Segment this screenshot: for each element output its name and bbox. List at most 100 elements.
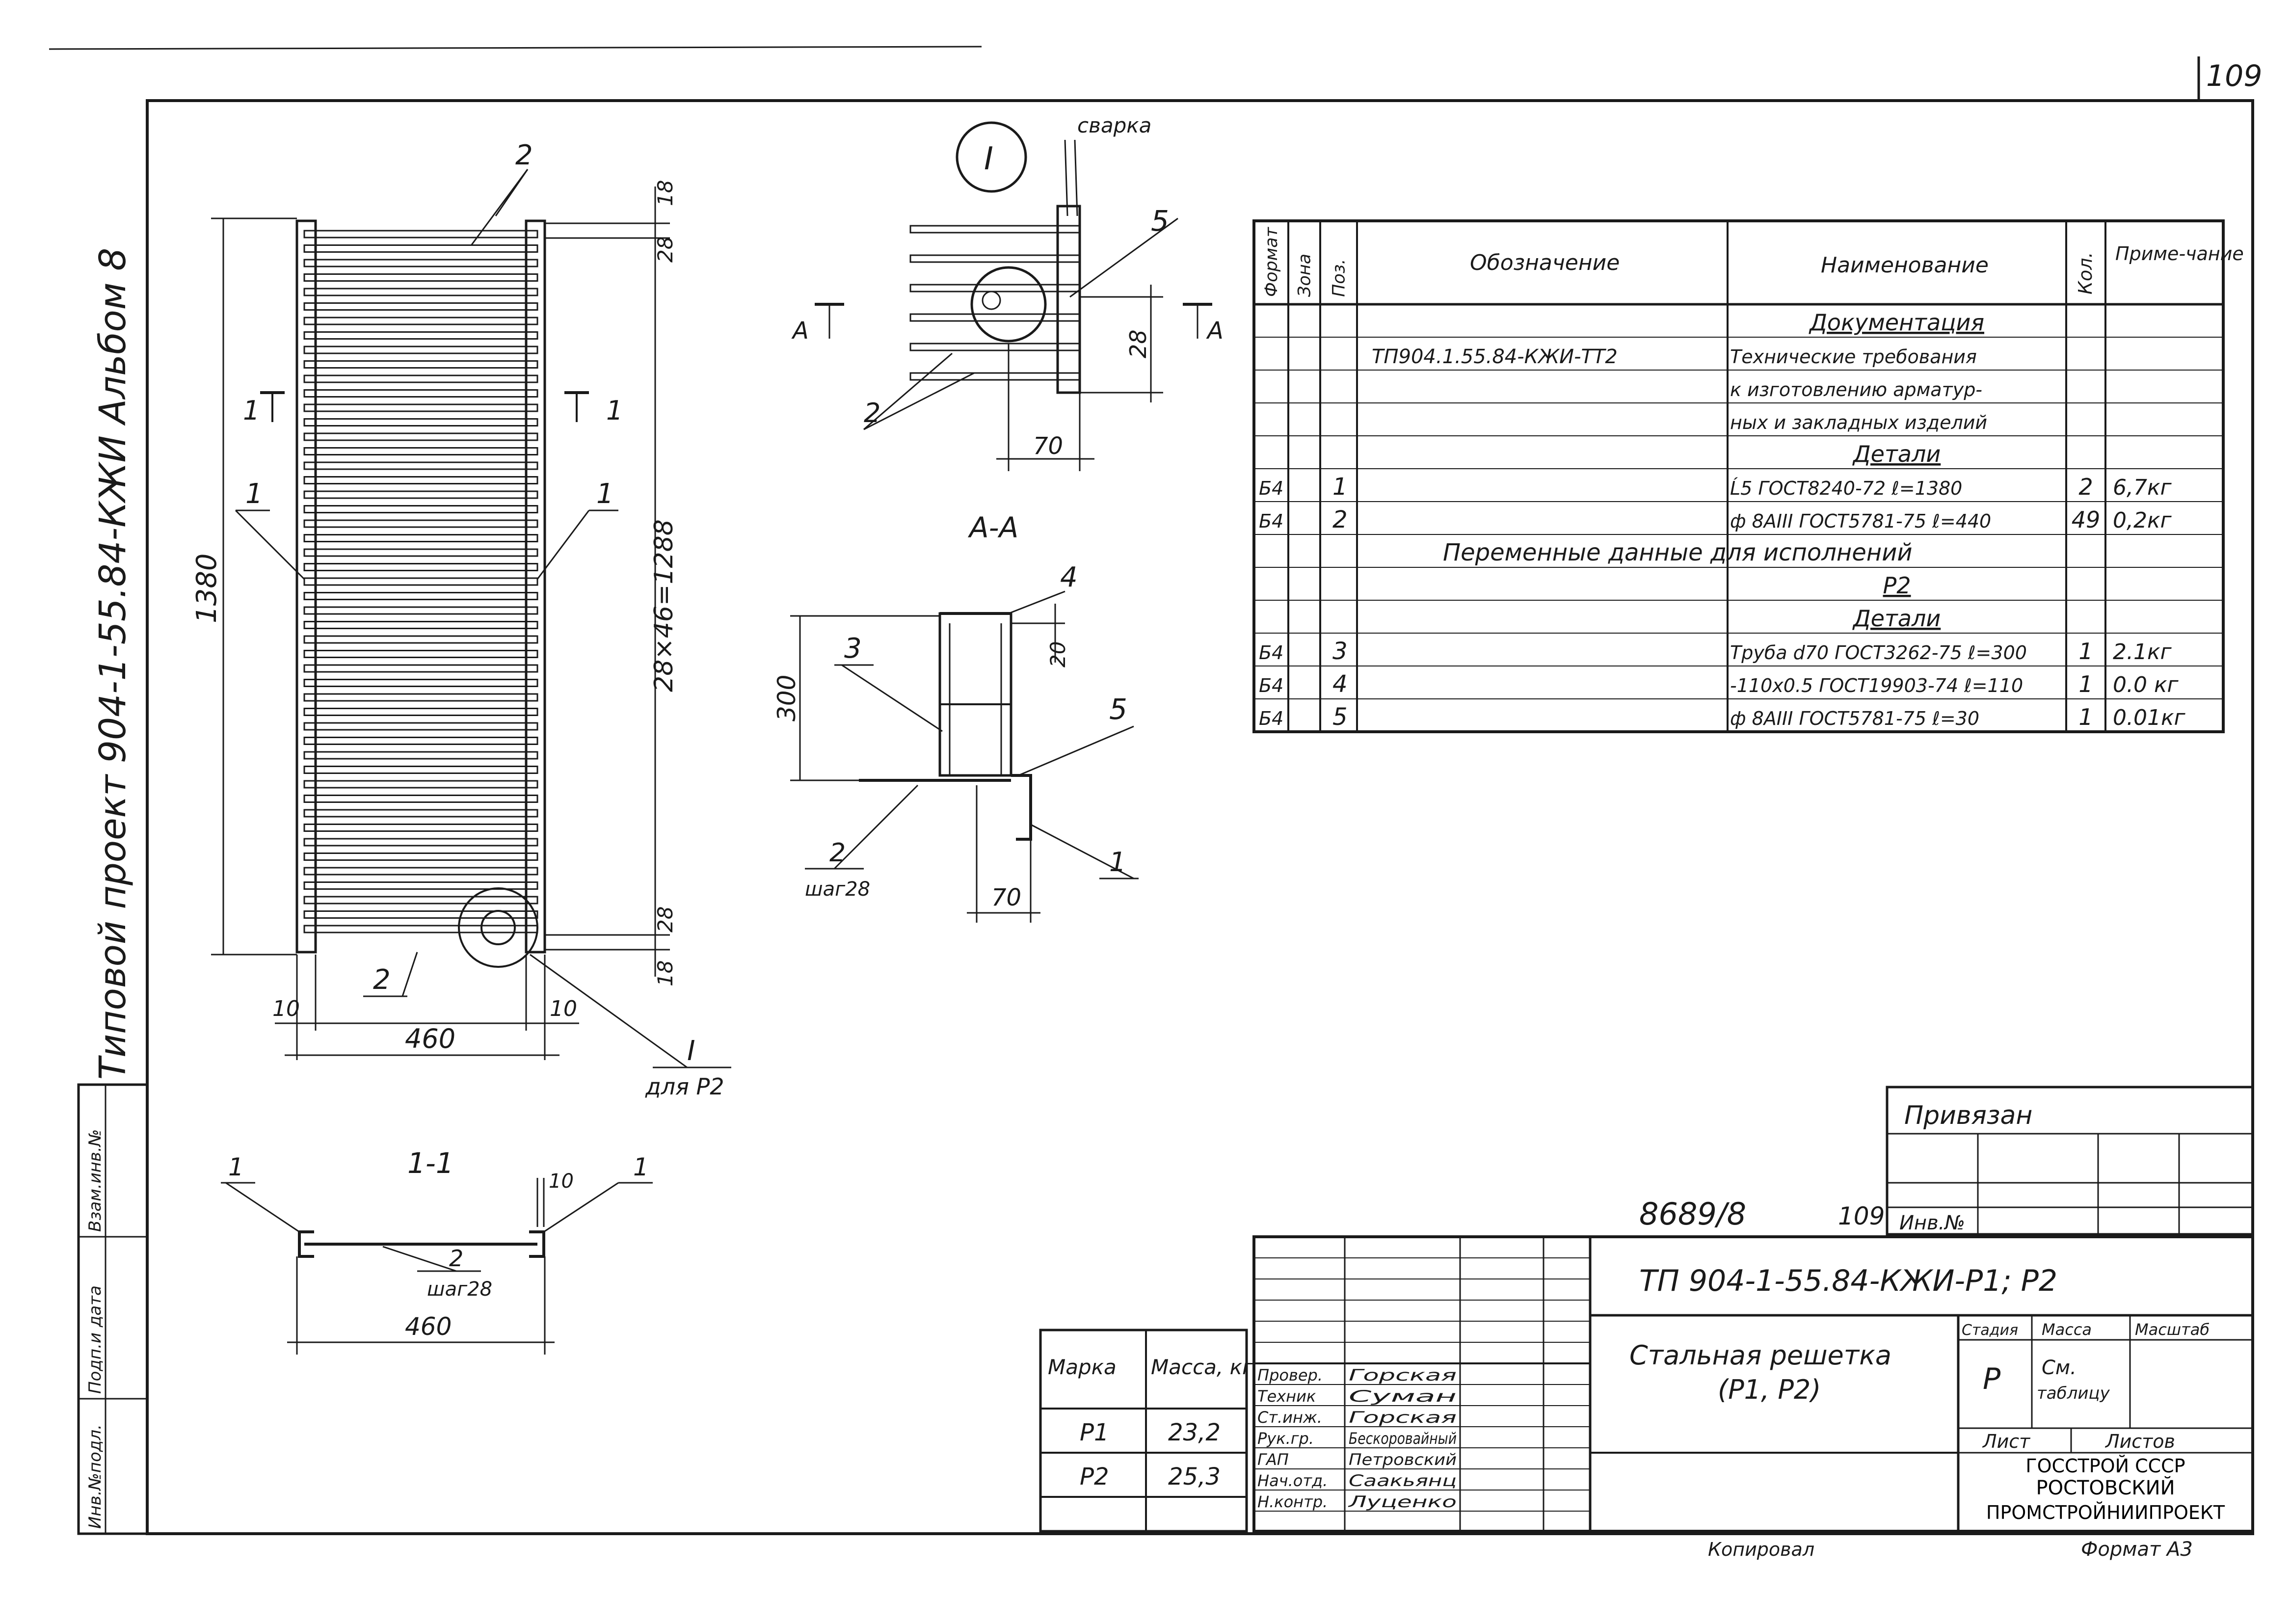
spec-note: 0,2кг [2113, 508, 2172, 533]
grating-bar [303, 852, 538, 861]
grating-bar [303, 447, 538, 455]
grating-bar [303, 881, 538, 890]
mass-value-1: См. [2042, 1357, 2077, 1379]
dim-left-margin: 10 [272, 996, 300, 1021]
spec-pos: 1 [1332, 473, 1348, 501]
grating-bar [303, 621, 538, 629]
section-dim-width: 460 [405, 1312, 452, 1341]
stamp-replaced-inv: Взам.инв.№ [85, 1129, 105, 1232]
section-pos1-right: 1 [633, 1153, 649, 1181]
spec-row: Детали [1852, 441, 1941, 467]
stamp-sign-date: Подп.и дата [85, 1285, 105, 1394]
tied-inv-label: Инв.№ [1899, 1212, 1965, 1234]
spec-pos: 5 [1332, 703, 1348, 731]
signer-name: Петровский [1349, 1450, 1457, 1469]
side-title: Типовой проект 904-1-55.84-КЖИ Альбом 8 [92, 248, 134, 1080]
spec-format: Б4 [1259, 510, 1283, 532]
grating-bar [303, 592, 538, 600]
spec-pos: 3 [1332, 638, 1348, 665]
spec-qty: 1 [2078, 638, 2093, 665]
spec-name: ф 8АIII ГОСТ5781-75 ℓ=440 [1730, 510, 1991, 532]
grating-bar [303, 432, 538, 441]
section-mark-right: 1 [606, 395, 623, 426]
signer-name: Саакьянц [1349, 1471, 1457, 1490]
spec-name: Документация [1809, 309, 1984, 336]
spec-qty: 49 [2072, 506, 2101, 533]
spec-name: Труба d70 ГОСТ3262-75 ℓ=300 [1730, 642, 2027, 664]
grating-bar [303, 838, 538, 847]
grating-bar [303, 360, 538, 369]
node-pos5: 5 [1151, 204, 1169, 238]
section-A-A: А-А 4 3 5 2 шаг28 1 300 20 70 [772, 511, 1139, 923]
aa-pos1: 1 [1109, 847, 1126, 878]
grating-bar [303, 722, 538, 731]
section-pitch: шаг28 [427, 1278, 492, 1301]
spec-designation: ТП904.1.55.84-КЖИ-ТТ2 [1372, 346, 1618, 368]
node-I-circle [458, 887, 538, 968]
dim-width: 460 [405, 1023, 455, 1054]
signer-role: Н.контр. [1257, 1492, 1328, 1511]
archive-page: 109 [1838, 1202, 1885, 1230]
stage-value: Р [1983, 1362, 2001, 1396]
spec-name: -110х0.5 ГОСТ19903-74 ℓ=110 [1730, 675, 2023, 696]
drawing-frame [146, 99, 2254, 1535]
grating-bar [303, 809, 538, 818]
grating-bar [303, 606, 538, 615]
signer-name: Луценко [1348, 1492, 1457, 1511]
aa-dim-300: 300 [772, 675, 801, 721]
spec-row: Б4 2 ф 8АIII ГОСТ5781-75 ℓ=440 49 0,2кг [1259, 506, 2172, 533]
grating-bar [303, 374, 538, 383]
mass-label: Масса [2042, 1320, 2092, 1339]
grating-bar [303, 910, 538, 919]
grating-bar [303, 259, 538, 267]
dim-bottom-1: 28 [653, 906, 677, 932]
spec-pos: 4 [1332, 670, 1348, 698]
grating-bar [303, 563, 538, 571]
spec-header: Поз. [1330, 259, 1349, 297]
sheet-top-edge [49, 46, 982, 50]
scale-label: Масштаб [2135, 1320, 2210, 1339]
mass-table: Марка Масса, кг Р1 23,2 Р2 25,3 [1039, 1329, 1253, 1533]
spec-row: ных и закладных изделий [1730, 412, 1987, 433]
spec-note: 6,7кг [2113, 475, 2172, 500]
grating-bar [303, 780, 538, 789]
archive-number: 8689/8 [1639, 1196, 1746, 1232]
spec-name: Детали [1852, 605, 1941, 632]
mass-value-2: таблицу [2037, 1384, 2110, 1403]
pos1-left: 1 [245, 478, 263, 510]
grating-bar [303, 461, 538, 470]
grating-plan-view: I для Р2 2 2 1 1 1 1 1380 18 2 [191, 139, 731, 1100]
grating-bar [303, 824, 538, 832]
dim-height: 1380 [191, 553, 223, 623]
grating-bar [303, 635, 538, 644]
signer-name: Бескоровайный [1349, 1429, 1457, 1448]
grating-bar [303, 577, 538, 586]
item-name: Стальная решетка [1629, 1340, 1891, 1371]
left-stamp: Инв.№подл. Подп.и дата Взам.инв.№ [77, 1083, 149, 1535]
spec-qty: 1 [2078, 671, 2093, 697]
stamp-inv-orig: Инв.№подл. [85, 1424, 105, 1529]
grating-bar [303, 317, 538, 325]
aa-pos2: 2 [829, 838, 846, 868]
grating-bar [303, 403, 538, 412]
section-1-1-title: 1-1 [407, 1146, 454, 1180]
spec-format: Б4 [1259, 675, 1283, 696]
mass-header-mark: Марка [1048, 1355, 1117, 1379]
grating-bar [303, 534, 538, 542]
spec-format: Б4 [1259, 478, 1283, 499]
mass-row1-mass: 23,2 [1168, 1419, 1221, 1446]
grating-bar [303, 302, 538, 311]
dim-top-1: 18 [653, 180, 677, 206]
spec-pos: 2 [1332, 506, 1348, 533]
grating-bar [303, 418, 538, 426]
grating-bar [303, 346, 538, 354]
node-bar [909, 284, 1081, 293]
grating-bar [303, 288, 538, 296]
grating-bar [303, 664, 538, 673]
grating-bar [303, 273, 538, 282]
